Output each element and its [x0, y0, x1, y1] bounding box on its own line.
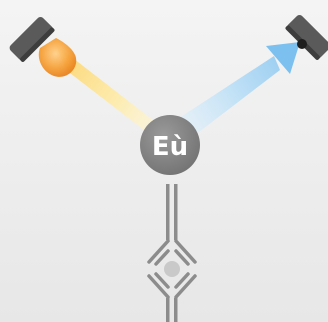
linker-upper-left-rail: [166, 184, 170, 240]
emission-arrowhead: [266, 42, 300, 74]
europium-node: Eù: [140, 115, 200, 175]
excitation-beam: [56, 45, 170, 150]
linker-lower-right-rail: [174, 298, 178, 322]
linker-lower-left-rail: [166, 298, 170, 322]
detector-icon: [285, 15, 328, 60]
linker-diamond: [147, 239, 197, 299]
linker-upper-right-rail: [174, 184, 178, 240]
lamp-emitter-icon: [9, 17, 77, 77]
linker-icon: [147, 184, 197, 322]
emission-beam-arrow: [170, 42, 300, 148]
linker-core-dot: [164, 261, 180, 277]
europium-label: Eù: [152, 132, 188, 162]
